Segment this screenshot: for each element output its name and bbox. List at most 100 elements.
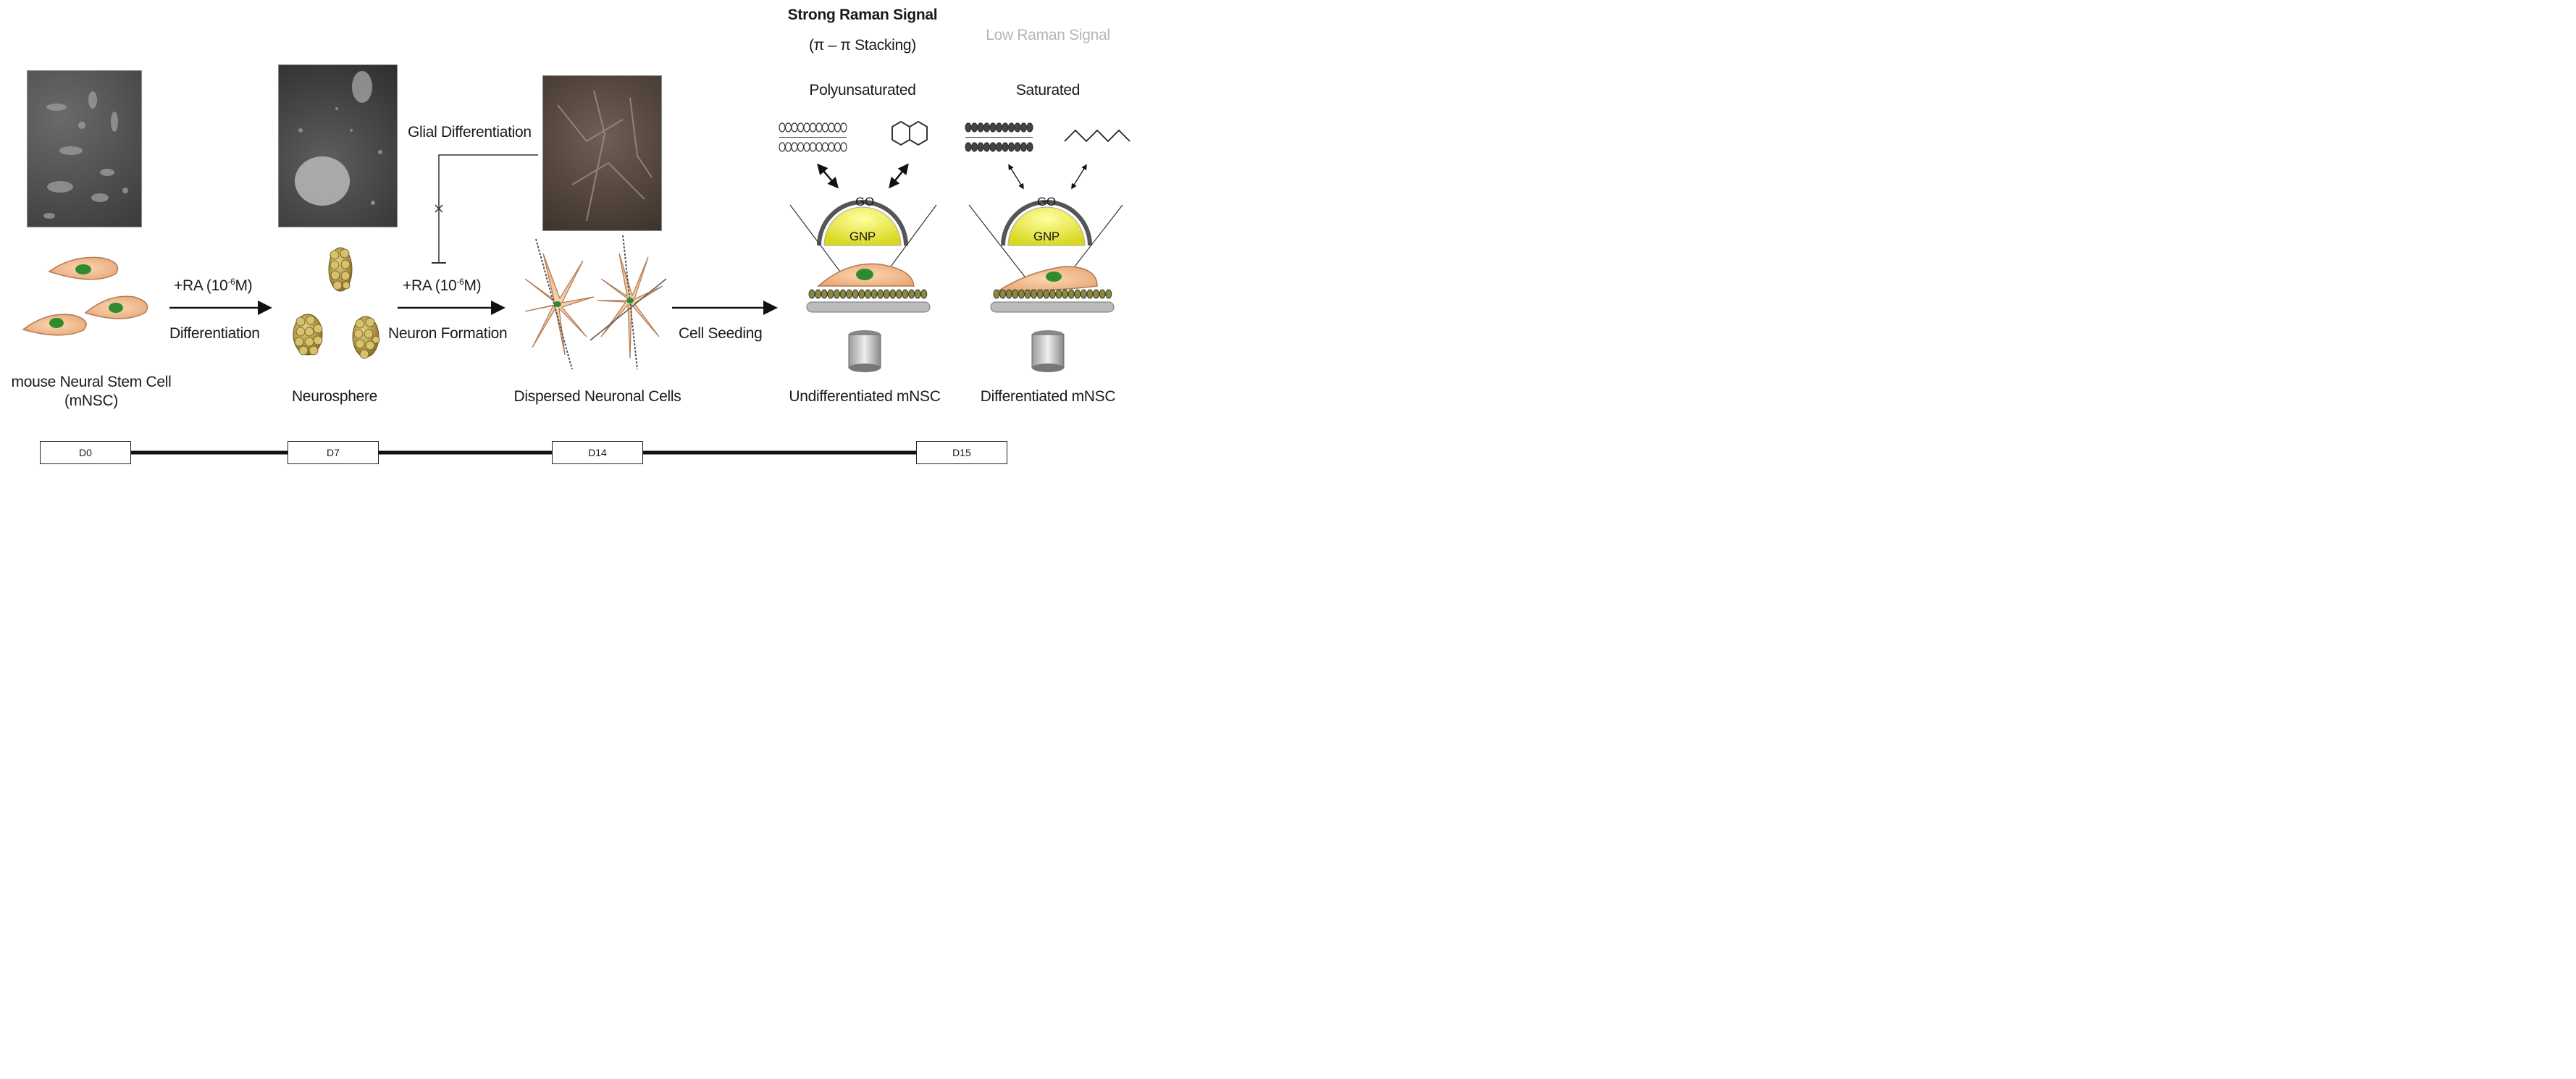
objective-lens-right [1031, 330, 1065, 372]
go-bead [1043, 289, 1050, 299]
go-bead [877, 289, 884, 299]
lipid-head [1020, 122, 1028, 133]
lipid-head [834, 142, 842, 152]
lipid-head [803, 142, 810, 152]
go-bead [1062, 289, 1069, 299]
lipid-head [797, 142, 805, 152]
go-bead [1024, 289, 1031, 299]
pi-stacking-label: (π – π Stacking) [809, 37, 916, 54]
aromatic-ring-icon [891, 120, 928, 146]
lipid-head [821, 142, 829, 152]
timeline-d7: D7 [288, 441, 379, 464]
lipid-head [815, 122, 823, 133]
go-label-right: GO [1037, 195, 1056, 209]
lipid-head [1020, 142, 1028, 152]
lipid-head [840, 142, 847, 152]
go-bead [883, 289, 890, 299]
lipid-head [840, 122, 847, 133]
lipid-head [1014, 122, 1021, 133]
dispersed-label: Dispersed Neuronal Cells [513, 388, 681, 405]
go-bead [1049, 289, 1056, 299]
go-bead [1093, 289, 1100, 299]
neuron-formation-label: Neuron Formation [388, 325, 508, 342]
go-bead [839, 289, 847, 299]
lipid-head [809, 142, 817, 152]
sat-interaction-arrow-right [1071, 164, 1087, 190]
go-bead [1005, 289, 1012, 299]
saturated-label: Saturated [1015, 82, 1081, 98]
lipid-head [977, 142, 984, 152]
go-bead [1099, 289, 1106, 299]
strong-raman-title: Strong Raman Signal [787, 7, 938, 23]
go-bead [1018, 289, 1025, 299]
go-bead [889, 289, 897, 299]
gnp-label-left: GNP [849, 230, 876, 243]
lipid-head [779, 122, 786, 133]
lipid-head [1007, 122, 1015, 133]
undifferentiated-label: Undifferentiated mNSC [789, 388, 941, 405]
zigzag-chain-icon [1064, 129, 1130, 143]
lipid-head [970, 142, 978, 152]
lipid-head [970, 122, 978, 133]
lipid-head [965, 122, 972, 133]
lipid-head [989, 142, 997, 152]
sat-interaction-arrow-left [1008, 164, 1024, 190]
neurosphere-texture [295, 71, 382, 206]
mnsc-label: mouse Neural Stem Cell (mNSC) [11, 374, 172, 410]
lipid-head [983, 122, 991, 133]
go-bead [1067, 289, 1075, 299]
low-raman-title: Low Raman Signal [986, 27, 1110, 43]
go-bead [914, 289, 921, 299]
lipid-head [828, 142, 835, 152]
lipid-head [1007, 142, 1015, 152]
lipid-head [1002, 122, 1009, 133]
go-bead [808, 289, 815, 299]
go-bead [908, 289, 915, 299]
go-bead [1012, 289, 1019, 299]
timeline-d14: D14 [552, 441, 643, 464]
lipid-head [1002, 142, 1009, 152]
mnsc-cartoon-cells [22, 256, 148, 336]
timeline-d15: D15 [916, 441, 1007, 464]
lipid-head [1026, 122, 1033, 133]
lipid-head [834, 122, 842, 133]
go-bead [1055, 289, 1062, 299]
lipid-head [784, 142, 792, 152]
cell-seeding-label: Cell Seeding [679, 325, 763, 342]
mnsc-micrograph [27, 70, 142, 227]
go-bead [846, 289, 853, 299]
neurosphere-micrograph [278, 64, 398, 227]
neurosphere-label: Neurosphere [291, 388, 378, 405]
lipid-head [989, 122, 997, 133]
objective-lens-left [848, 330, 881, 372]
ra-label-1: +RA (10-6M) [174, 277, 253, 294]
substrate-right [990, 266, 1115, 313]
go-label-left: GO [855, 195, 874, 209]
gnp-particle-right [968, 200, 1123, 287]
lipid-head [791, 142, 798, 152]
go-bead [999, 289, 1007, 299]
go-bead [864, 289, 871, 299]
lipid-head [779, 142, 786, 152]
lipid-head [797, 122, 805, 133]
lipid-head [965, 142, 972, 152]
lipid-head [995, 142, 1003, 152]
lipid-head [784, 122, 792, 133]
go-bead [895, 289, 902, 299]
saturated-lipid-icon [965, 122, 1033, 152]
go-bead [1080, 289, 1087, 299]
gnp-label-right: GNP [1033, 230, 1060, 243]
go-bead [827, 289, 834, 299]
dispersed-texture [557, 90, 653, 222]
neuron-cartoons [524, 235, 667, 370]
go-bead [821, 289, 828, 299]
lipid-head [791, 122, 798, 133]
mnsc-cells-texture [43, 91, 128, 219]
lipid-head [983, 142, 991, 152]
go-bead [1086, 289, 1094, 299]
go-bead [1031, 289, 1038, 299]
polyunsaturated-lipid-icon [779, 122, 847, 152]
go-bead [852, 289, 859, 299]
substrate-left [806, 263, 931, 313]
dispersed-neuron-micrograph [542, 75, 662, 231]
